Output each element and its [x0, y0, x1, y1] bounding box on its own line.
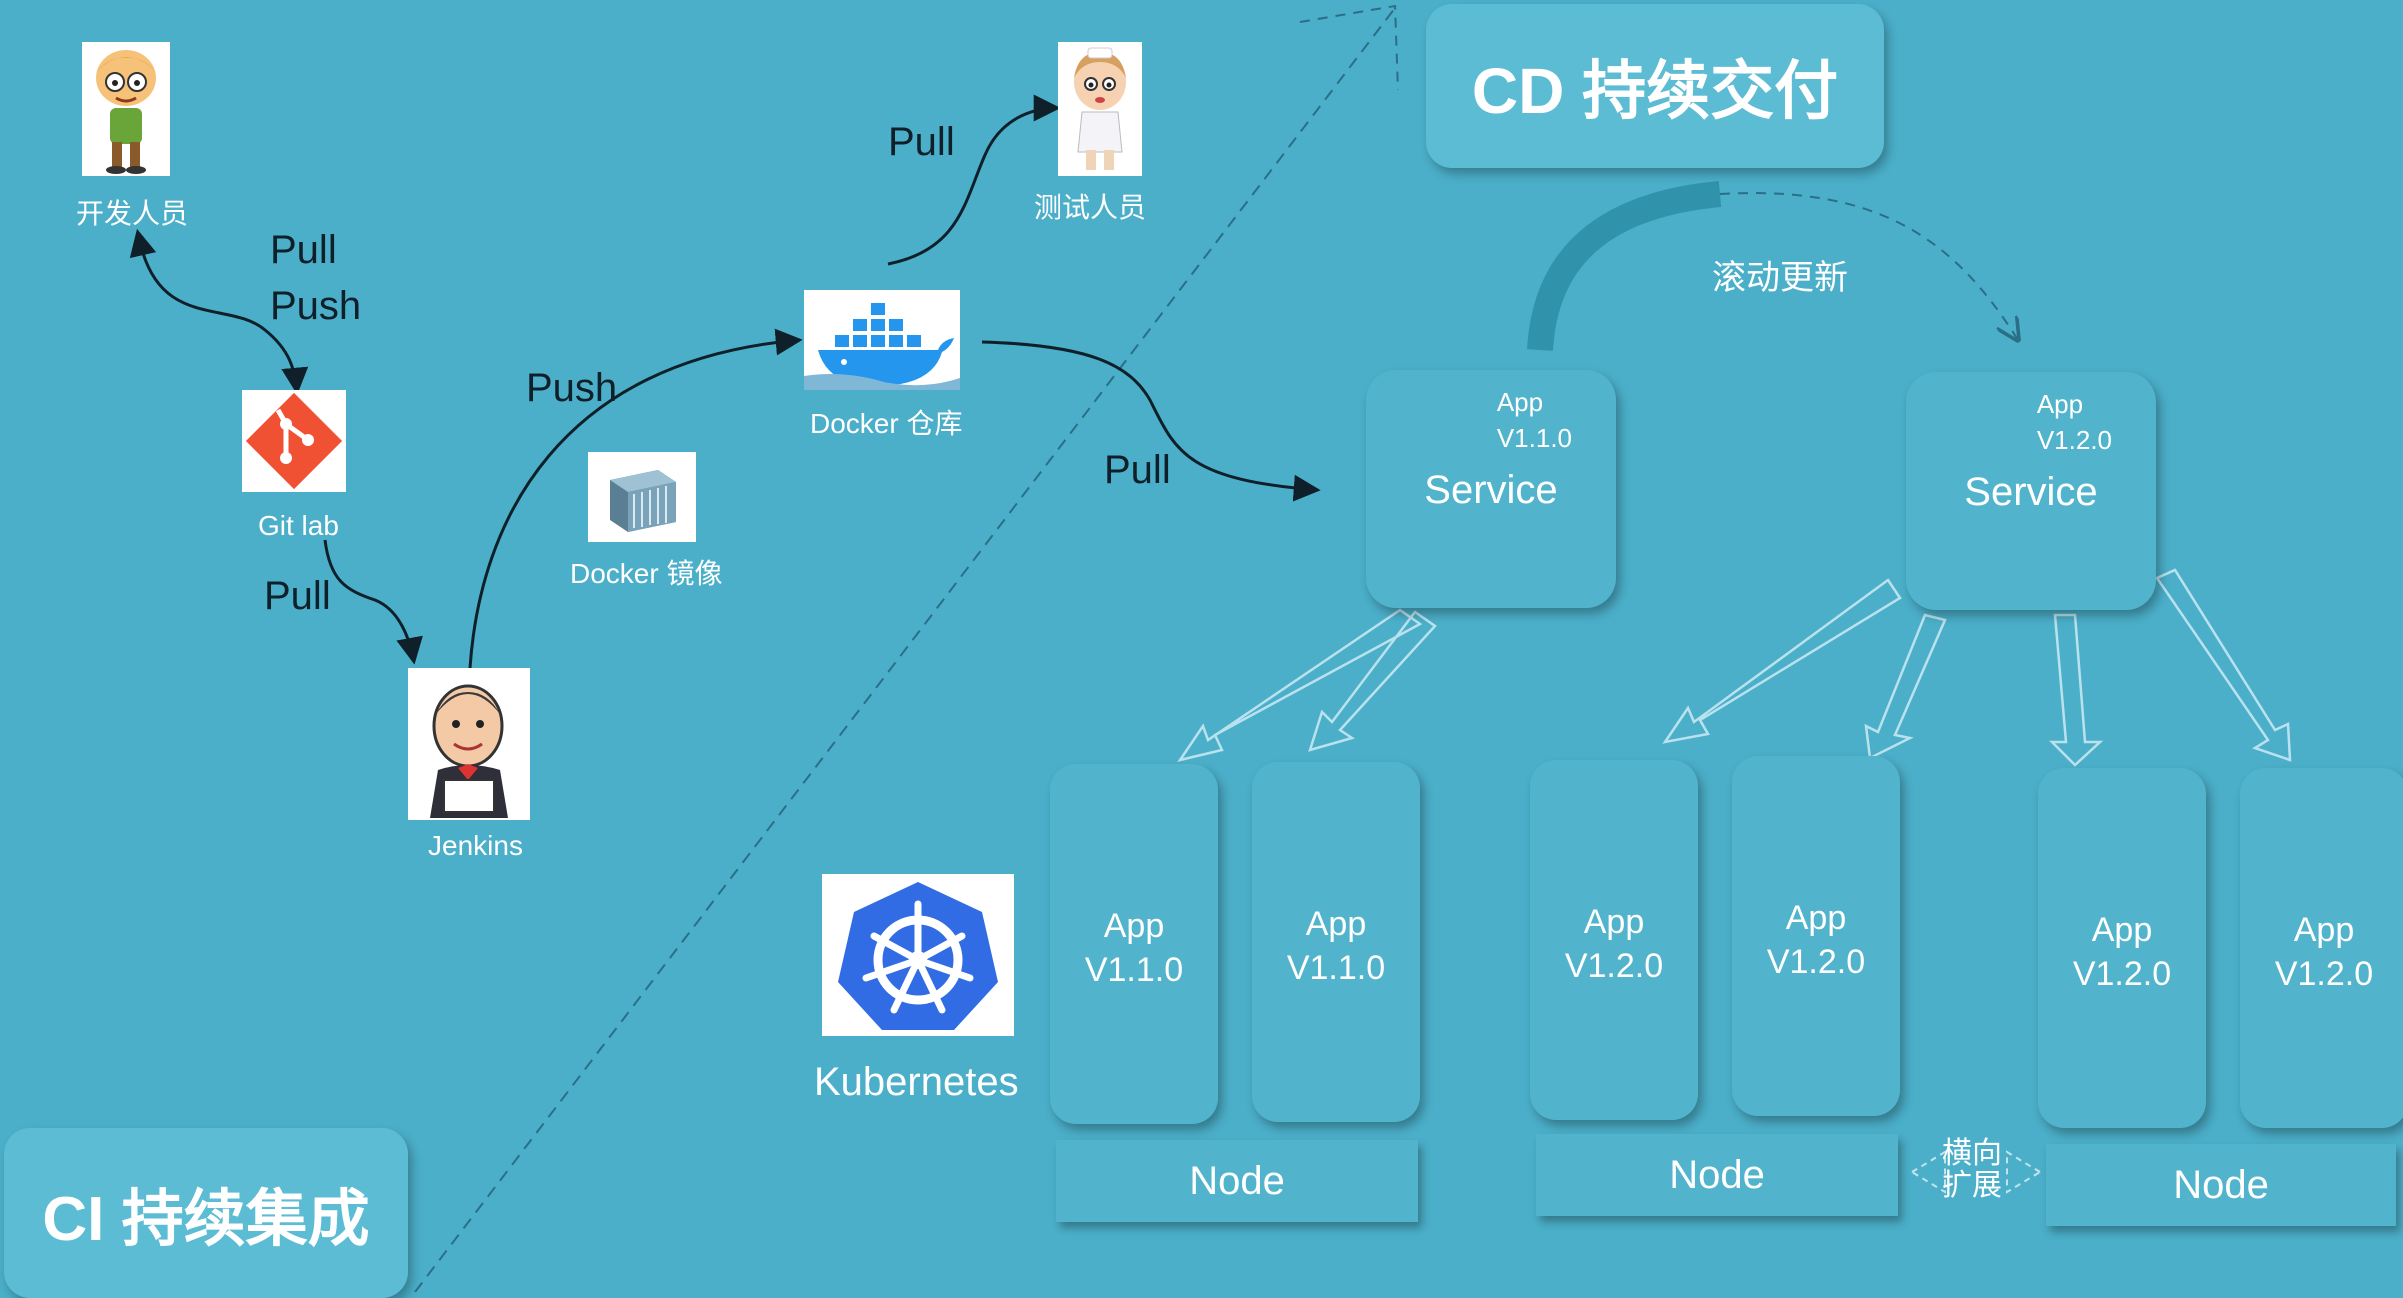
node-1: Node [1056, 1140, 1418, 1222]
service-version-tag: App V1.1.0 [1497, 384, 1572, 456]
developer-label: 开发人员 [76, 198, 189, 229]
docker-tester-arrow [887, 94, 1061, 266]
pod-app-label: App [1305, 905, 1367, 943]
docker-service-arrow [981, 340, 1321, 502]
pod-app-label: App [1103, 907, 1165, 945]
developer-icon [82, 42, 170, 176]
docker-registry-icon [804, 290, 960, 390]
docker-image-label: Docker 镜像 [570, 558, 723, 589]
service-version-label: V1.1.0 [1496, 423, 1572, 453]
scale-out-line2: 扩展 [1942, 1169, 2002, 1202]
flow-push-developer: Push [270, 284, 362, 328]
service-v120: App V1.2.0 Service [1906, 372, 2156, 610]
flow-pull-developer: Pull [270, 228, 337, 272]
pod-version-label: V1.2.0 [2072, 955, 2172, 993]
gitlab-label: Git lab [258, 510, 339, 541]
pod-version-label: V1.1.0 [1286, 949, 1386, 987]
service-name: Service [1964, 470, 2098, 514]
docker-image-icon [588, 452, 696, 542]
service-version-label: V1.2.0 [2036, 425, 2112, 455]
pod-app-label: App [1583, 903, 1645, 941]
kubernetes-label: Kubernetes [814, 1060, 1019, 1104]
scale-out-label: 横向 扩展 [1942, 1138, 2002, 1202]
node-label: Node [1189, 1158, 1285, 1203]
service-name: Service [1424, 468, 1558, 512]
pod-app-label: App [2293, 911, 2355, 949]
tester-icon [1058, 42, 1142, 176]
flow-push-jenkins: Push [526, 366, 618, 410]
pod-version-label: V1.1.0 [1084, 951, 1184, 989]
node-3: Node [2046, 1144, 2396, 1226]
cd-title: CD 持续交付 [1426, 4, 1884, 168]
node-2: Node [1536, 1134, 1898, 1216]
pod-version-label: V1.2.0 [1564, 947, 1664, 985]
service-app-label: App [2036, 389, 2084, 419]
flow-pull-tester: Pull [888, 120, 955, 164]
jenkins-label: Jenkins [428, 830, 523, 861]
pod-app-label: App [1785, 899, 1847, 937]
ci-title: CI 持续集成 [4, 1128, 408, 1298]
cd-title-text: CD 持续交付 [1471, 55, 1839, 127]
service-pod-arrows [1177, 568, 2292, 767]
ci-cd-divider [414, 7, 1396, 1292]
scale-out-line1: 横向 [1942, 1137, 2002, 1170]
node-label: Node [1669, 1152, 1765, 1197]
pod-version-label: V1.2.0 [1766, 943, 1866, 981]
flow-pull-service: Pull [1104, 448, 1171, 492]
tester-label: 测试人员 [1034, 192, 1147, 223]
ci-title-text: CI 持续集成 [42, 1185, 370, 1254]
dev-gitlab-arrow [129, 228, 309, 395]
service-app-label: App [1496, 387, 1544, 417]
pod-version-label: V1.2.0 [2274, 955, 2374, 993]
pod-app-label: App [2091, 911, 2153, 949]
service-v110: App V1.1.0 Service [1366, 370, 1616, 608]
gitlab-icon [242, 390, 346, 492]
jenkins-icon [408, 668, 530, 820]
jenkins-docker-arrow [468, 328, 803, 669]
rolling-update-label: 滚动更新 [1712, 259, 1848, 297]
docker-registry-label: Docker 仓库 [810, 408, 963, 439]
service-version-tag: App V1.2.0 [2037, 386, 2112, 458]
node-label: Node [2173, 1162, 2269, 1207]
scale-out-arrow [1910, 1150, 2042, 1194]
kubernetes-icon [822, 874, 1014, 1036]
flow-pull-gitlab: Pull [264, 574, 331, 618]
rolling-update-arc [1527, 181, 1722, 351]
gitlab-jenkins-arrow [323, 539, 423, 665]
